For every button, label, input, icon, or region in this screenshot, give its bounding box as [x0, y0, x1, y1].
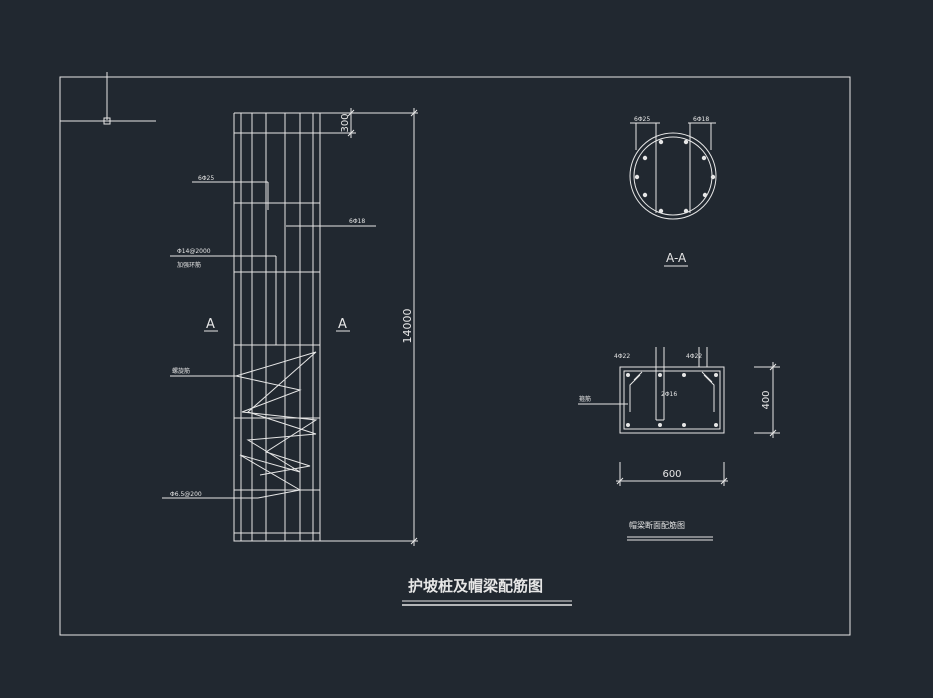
cap-label-top-left: 4Φ22 — [614, 353, 630, 360]
section-aa-label-left: 6Φ25 — [634, 116, 650, 123]
drawing-title-block: 护坡桩及帽梁配筋图 — [402, 577, 572, 606]
label-stirrup-1: Φ14@2000 — [177, 248, 211, 255]
label-main-bar: 6Φ25 — [198, 175, 214, 182]
crosshair-cursor — [60, 72, 156, 125]
pile-dimensions: 300 14000 — [320, 108, 418, 546]
drawing-title: 护坡桩及帽梁配筋图 — [408, 577, 543, 595]
cap-caption: 帽梁断面配筋图 — [629, 520, 685, 530]
cap-label-middle: 2Φ16 — [661, 391, 677, 398]
label-secondary-bar: 6Φ18 — [349, 218, 365, 225]
label-spiral-spec: Φ6.5@200 — [170, 491, 202, 498]
pile-top-dim: 300 — [340, 113, 351, 132]
pile-elevation — [233, 112, 321, 542]
label-stirrup-2: 加强环筋 — [177, 261, 201, 269]
cap-label-stirrup: 箍筋 — [579, 395, 591, 403]
section-mark-right: A — [338, 317, 347, 332]
pile-labels: 6Φ25 6Φ18 Φ14@2000 加强环筋 螺旋筋 Φ6.5@200 A A — [162, 175, 376, 499]
section-aa: 6Φ25 6Φ18 A-A — [629, 116, 717, 267]
cap-beam-section: 4Φ22 4Φ22 2Φ16 箍筋 600 400 帽梁断面配筋图 — [578, 347, 780, 541]
label-spiral: 螺旋筋 — [172, 367, 190, 375]
cap-height-dim: 400 — [761, 390, 772, 409]
section-mark-left: A — [206, 317, 215, 332]
cap-label-top-right: 4Φ22 — [686, 353, 702, 360]
cap-width-dim: 600 — [662, 469, 681, 480]
drawing-frame — [59, 76, 851, 636]
section-aa-title: A-A — [666, 251, 687, 265]
pile-height-dim: 14000 — [401, 309, 414, 344]
section-aa-label-right: 6Φ18 — [693, 116, 709, 123]
